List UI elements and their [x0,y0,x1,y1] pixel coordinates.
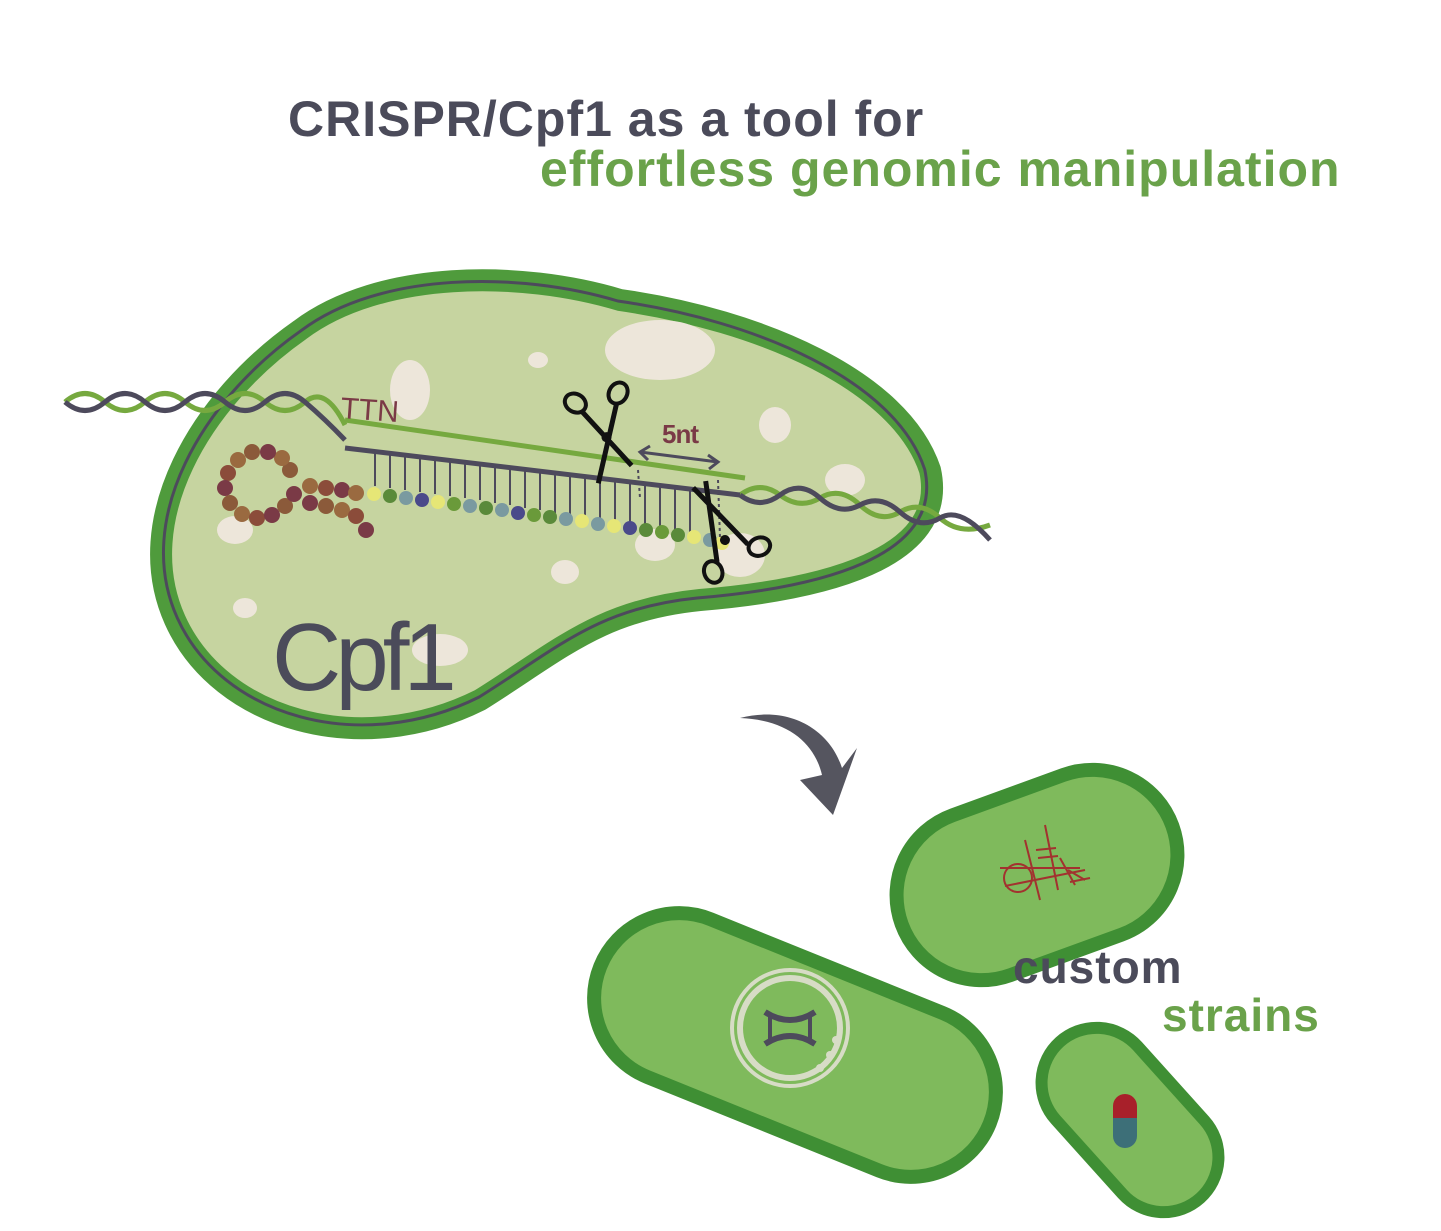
genome-cycle-icon [730,968,850,1088]
cpf1-protein [150,269,943,740]
cell-gene-edit [889,762,1185,988]
cut-line-2 [717,479,721,539]
protein-label: Cpf1 [272,604,452,711]
scissors-icon [691,480,773,585]
capsule-icon [1113,1094,1137,1148]
target-strand-bottom [344,445,741,498]
base-pair-ticks [374,452,691,535]
target-strand-top [344,417,746,481]
cut-line-1 [637,469,641,499]
result-label-line-1: custom [1013,941,1183,993]
dna-helix-right [738,485,992,542]
cell-genome-cycle [587,906,1003,1184]
title-line-1: CRISPR/Cpf1 as a tool for [288,91,924,147]
crrna-loop [217,444,374,538]
cut-offset-arrow [637,444,721,471]
cell-drug [1035,1021,1225,1219]
pam-label: TTN [340,392,400,429]
cut-offset-label: 5nt [662,419,699,449]
title-line-2: effortless genomic manipulation [540,141,1341,197]
curved-arrow-icon [740,714,857,815]
scissors-icon [562,380,634,484]
result-label-line-2: strains [1162,989,1320,1041]
dna-circuit-icon [1000,824,1091,901]
dna-helix-left [63,391,348,442]
